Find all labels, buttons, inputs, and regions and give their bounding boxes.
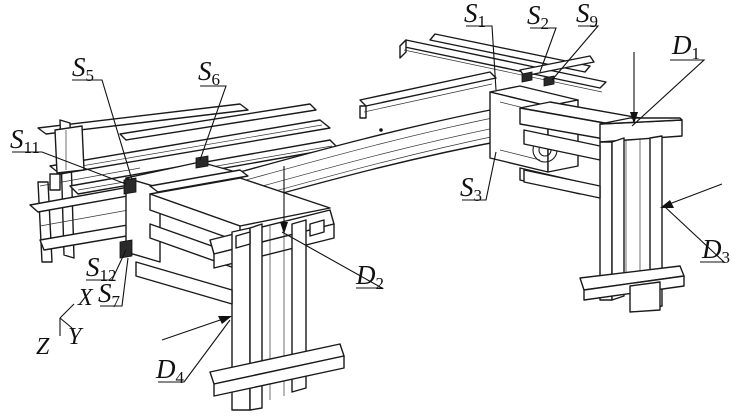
coordinate-axes: X Y Z — [36, 285, 94, 360]
label-s11: S11 — [10, 124, 40, 157]
label-s9: S9 — [576, 0, 598, 31]
label-s12: S12 — [86, 252, 117, 285]
label-s1: S1 — [464, 0, 486, 31]
label-s2: S2 — [527, 0, 549, 33]
load-arrows — [161, 52, 723, 341]
label-d2: D2 — [355, 260, 384, 293]
labels: S1 S2 S9 D1 S5 S6 S11 S3 D3 D2 S12 S7 D4 — [10, 0, 730, 387]
label-d3: D3 — [701, 234, 730, 267]
flexible-beam — [239, 107, 507, 203]
axis-x-label: X — [77, 285, 94, 311]
label-s3: S3 — [460, 172, 482, 205]
label-d1: D1 — [671, 30, 700, 63]
leader-lines — [12, 25, 726, 383]
label-d4: D4 — [155, 354, 185, 387]
right-front-frame — [519, 101, 685, 313]
label-s5: S5 — [72, 52, 94, 85]
axis-z-label: Z — [36, 334, 50, 360]
left-front-frame — [135, 177, 345, 411]
label-s6: S6 — [198, 56, 220, 89]
right-upper-rails — [359, 33, 607, 119]
axis-y-label: Y — [68, 324, 84, 350]
left-back-frame — [29, 103, 249, 263]
label-s7: S7 — [98, 278, 121, 311]
